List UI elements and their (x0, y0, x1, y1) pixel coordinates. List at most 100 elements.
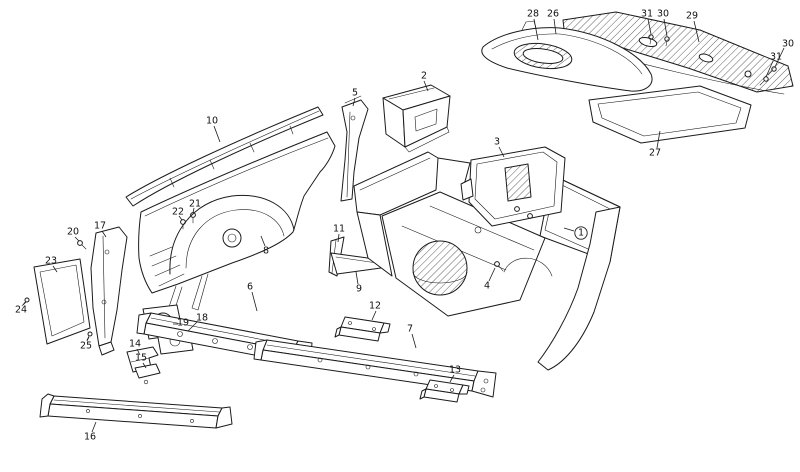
callout-leader-line (260, 235, 266, 247)
callout-18: 18 (187, 313, 208, 332)
callout-number: 25 (80, 341, 92, 352)
part-23-closing-panel (33, 258, 91, 345)
callout-29: 29 (686, 11, 700, 43)
callout-number: 18 (196, 313, 208, 324)
callout-leader-line (213, 125, 221, 143)
callout-leader-line (563, 227, 575, 232)
part-26-28-rear-shell (481, 20, 653, 92)
callout-number: 10 (206, 116, 218, 127)
part-3-bulkhead-panel (460, 146, 566, 227)
callout-26: 26 (547, 9, 559, 35)
callout-19: 19 (173, 318, 189, 329)
callout-number: 31 (641, 9, 653, 20)
callout-leader-line (411, 333, 417, 349)
callout-number: 28 (527, 9, 539, 20)
callout-leader-line (178, 215, 183, 221)
callout-number: 21 (189, 199, 201, 210)
callout-number: 19 (177, 318, 189, 329)
callout-number: 15 (135, 353, 147, 364)
callout-number: 13 (449, 365, 461, 376)
callout-number: 20 (67, 227, 79, 238)
callout-leader-line (449, 374, 455, 383)
callout-8: 8 (260, 235, 269, 257)
part-15-bracket (134, 363, 161, 385)
callout-leader-line (371, 310, 377, 321)
callout-leader-line (187, 321, 198, 332)
callout-leader-line (337, 233, 340, 243)
callout-21: 21 (189, 199, 201, 214)
callout-number: 3 (494, 137, 500, 148)
callout-6: 6 (247, 282, 258, 312)
part-12-mount-bracket (334, 316, 391, 342)
callout-number: 29 (686, 11, 698, 22)
part-5-pillar-strip (340, 95, 369, 202)
callout-number: 30 (657, 9, 669, 20)
callout-14: 14 (129, 339, 141, 356)
callout-leader-line (663, 18, 668, 37)
callout-16: 16 (84, 421, 97, 443)
callout-27: 27 (649, 130, 661, 159)
callout-23: 23 (45, 256, 58, 273)
callout-leader-line (656, 130, 661, 149)
callout-number: 6 (247, 282, 253, 293)
callout-2: 2 (421, 71, 429, 92)
callout-leader-line (352, 97, 356, 107)
callout-13: 13 (449, 365, 461, 383)
callout-circle (574, 226, 588, 240)
callout-number: 9 (356, 284, 362, 295)
callout-20: 20 (67, 227, 80, 242)
callout-1: 1 (563, 226, 588, 240)
callout-25: 25 (80, 336, 92, 352)
callout-leader-line (192, 207, 195, 214)
callout-leader-line (693, 20, 700, 43)
callout-leader-line (101, 230, 107, 238)
part-17-hinge-pillar (90, 226, 128, 356)
callout-30: 30 (657, 9, 669, 37)
callout-number: 12 (369, 301, 381, 312)
callout-number: 4 (484, 281, 490, 292)
callout-15: 15 (135, 353, 147, 369)
callout-7: 7 (407, 324, 417, 349)
callout-24: 24 (15, 301, 27, 316)
callout-leader-line (52, 265, 58, 273)
callout-leader-line (355, 271, 359, 285)
callout-number: 7 (407, 324, 413, 335)
part-13-mount-bracket (419, 379, 470, 403)
callout-number: 5 (352, 88, 358, 99)
callout-number: 8 (263, 246, 269, 257)
callout-leader-line (498, 146, 505, 158)
part-8-inner-fender-panel (138, 131, 336, 319)
callout-leader-line (774, 47, 785, 68)
callout-31: 31 (641, 9, 653, 35)
callout-leader-line (142, 362, 147, 369)
part-10-header-rail (125, 106, 324, 207)
callout-leader-line (86, 336, 90, 342)
callout-4: 4 (484, 267, 496, 292)
callout-number: 17 (94, 221, 106, 232)
callout-number: 27 (649, 148, 661, 159)
callout-number: 30 (782, 39, 794, 50)
callout-11: 11 (333, 224, 345, 243)
callout-leader-line (91, 421, 97, 433)
callout-17: 17 (94, 221, 107, 238)
callout-leader-line (488, 267, 496, 282)
callout-number: 23 (45, 256, 57, 267)
callout-leader-line (22, 301, 27, 306)
callout-number: 26 (547, 9, 559, 20)
callout-number: 1 (578, 228, 584, 239)
callout-number: 14 (129, 339, 141, 350)
callout-number: 2 (421, 71, 427, 82)
callout-layer: 1234567891011121314151617181920212223242… (15, 9, 794, 443)
callout-leader-line (765, 60, 774, 78)
fastener-20 (77, 240, 87, 250)
part-16-sill-member (39, 393, 233, 429)
part-27-rear-tray (588, 85, 752, 144)
part-7-chassis-rail-long (253, 339, 497, 398)
callout-28: 28 (527, 9, 539, 41)
callout-number: 31 (770, 52, 782, 63)
callout-12: 12 (369, 301, 381, 321)
callout-leader-line (553, 18, 557, 35)
part-2-pedal-box (382, 84, 451, 153)
